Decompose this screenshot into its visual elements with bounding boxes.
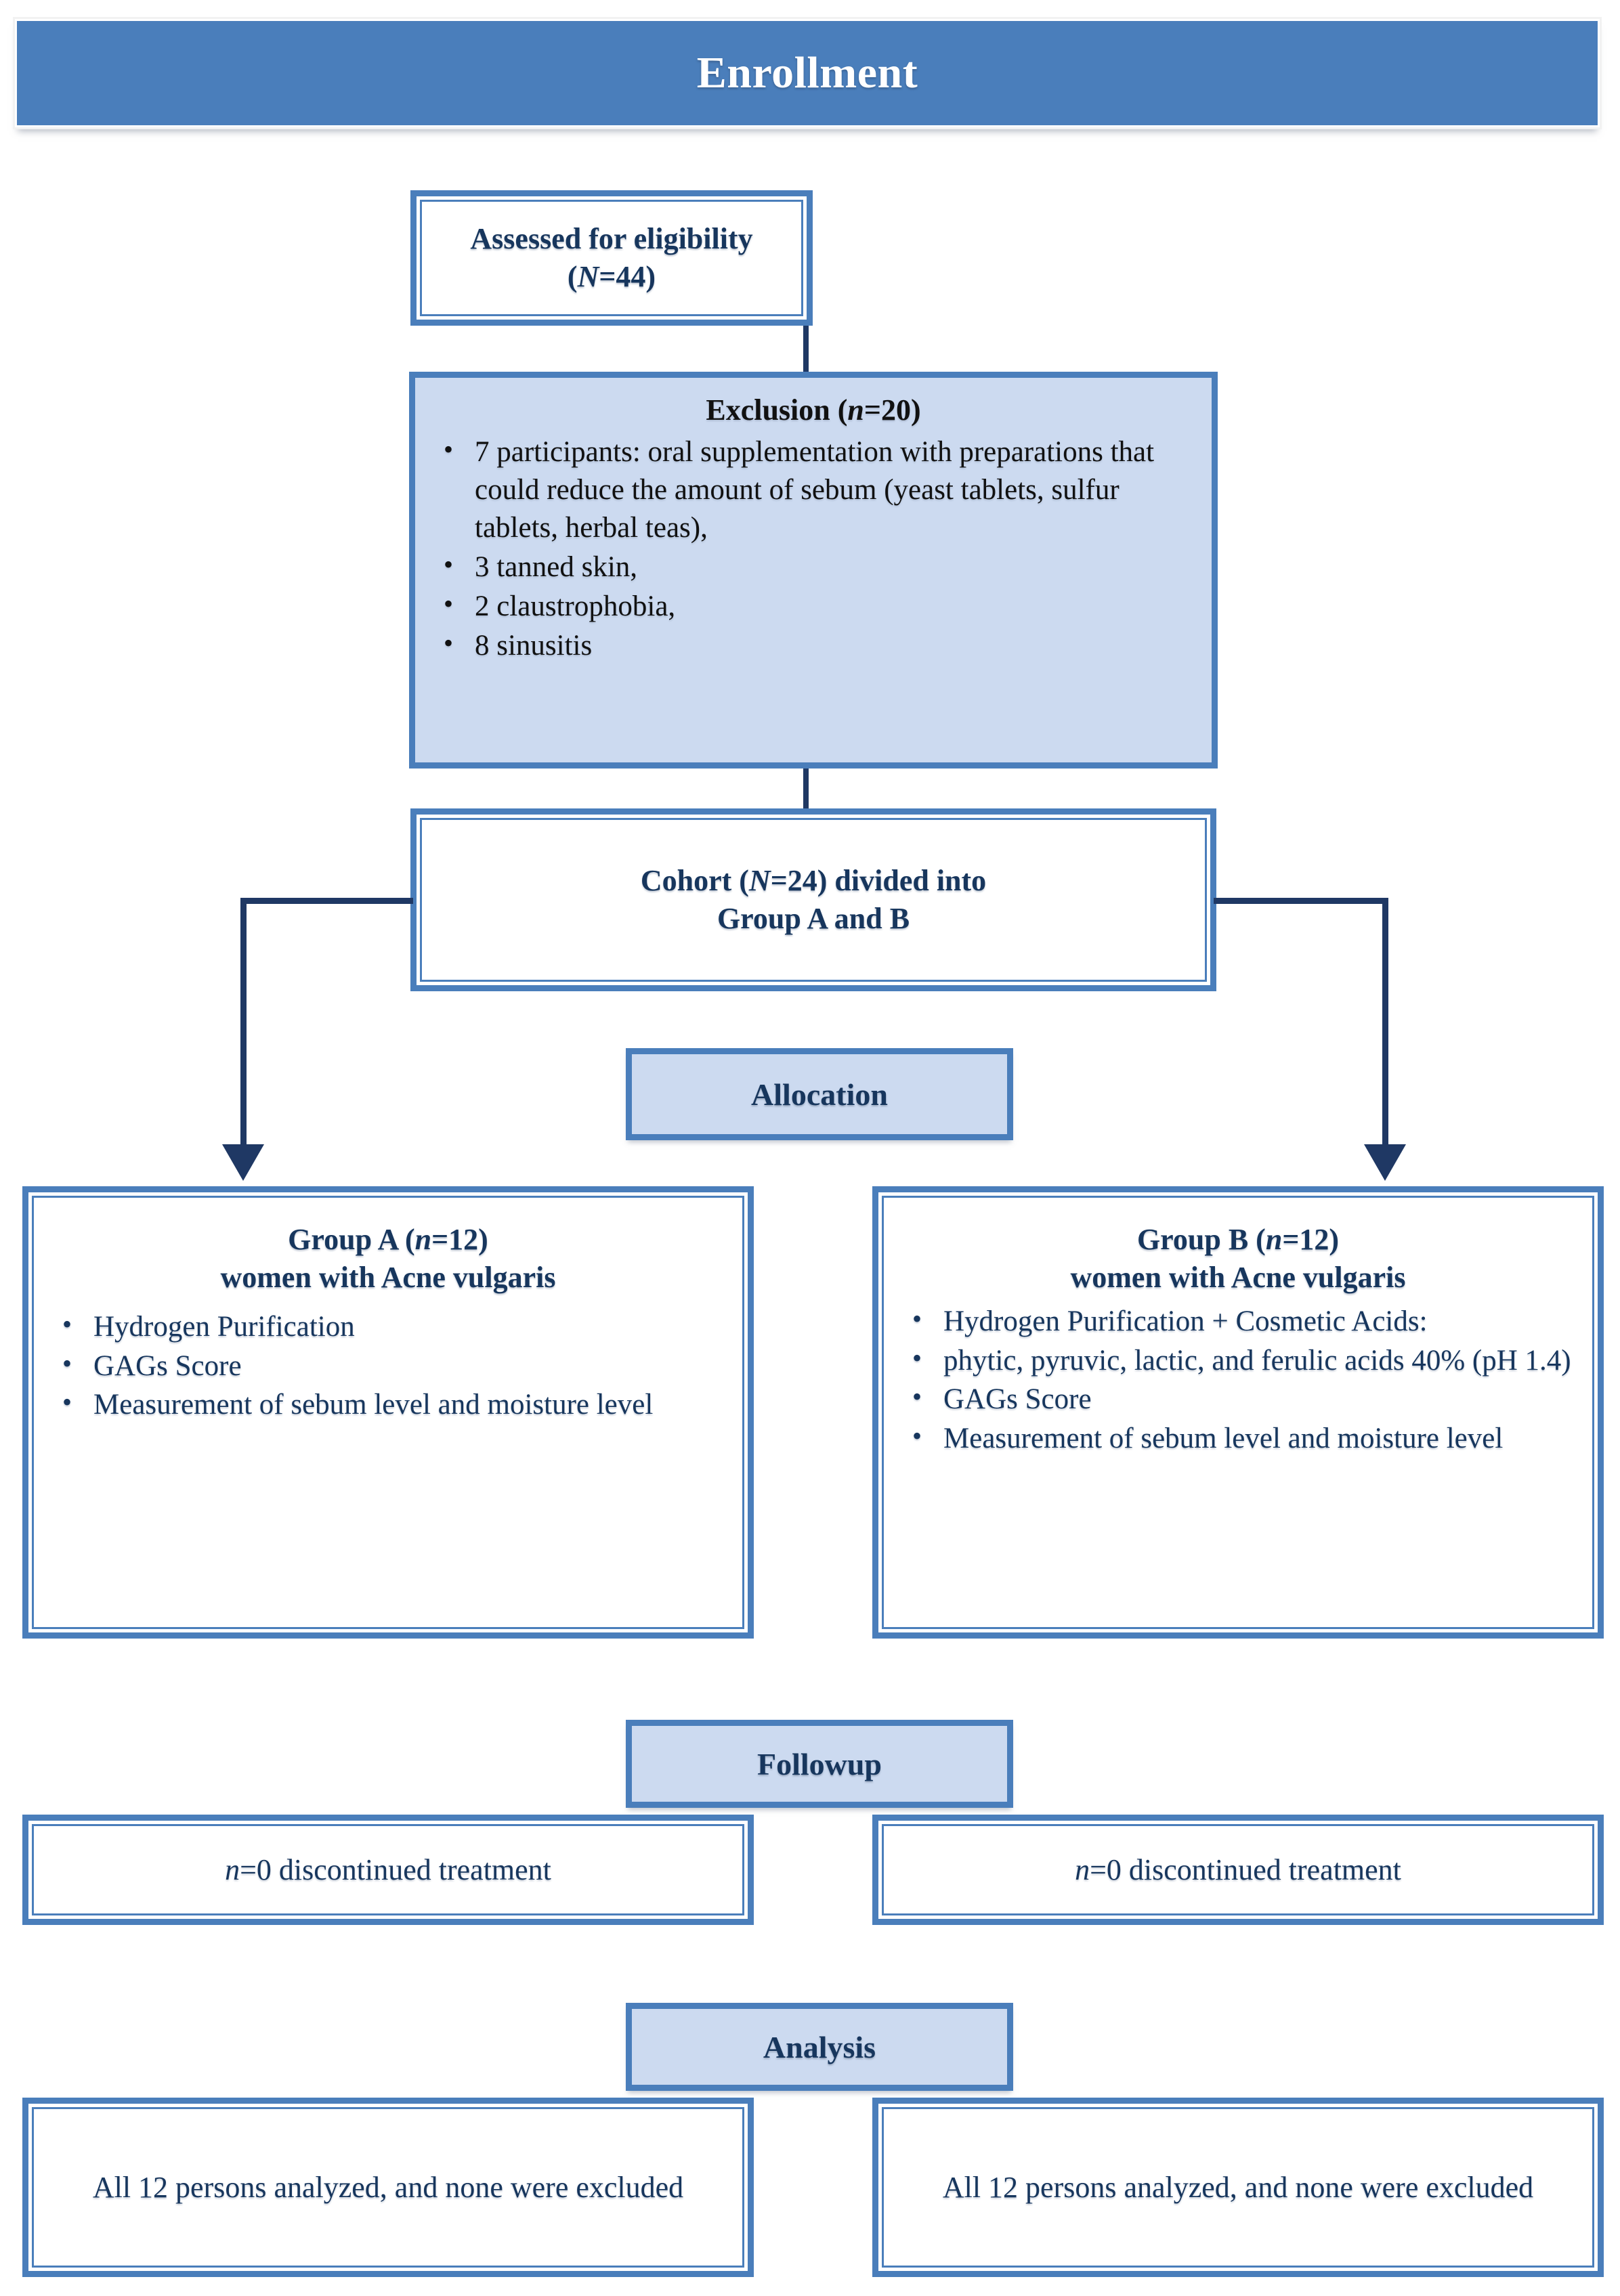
stage-chip-analysis: Analysis <box>626 2003 1013 2091</box>
stage-chip-followup: Followup <box>626 1720 1013 1808</box>
analysis-right-box: All 12 persons analyzed, and none were e… <box>872 2098 1604 2277</box>
assessed-for-eligibility-box: Assessed for eligibility (N=44) <box>410 190 813 326</box>
connector-cohort-right-vertical <box>1382 898 1388 1146</box>
cohort-label-line1: Cohort (N=24) divided into <box>640 863 987 897</box>
group-b-list: Hydrogen Purification + Cosmetic Acids: … <box>901 1301 1575 1460</box>
stage-chip-allocation-label: Allocation <box>751 1077 888 1112</box>
enrollment-banner-title: Enrollment <box>696 48 918 98</box>
exclusion-list: 7 participants: oral supplementation wit… <box>433 432 1194 666</box>
connector-cohort-right-horizontal <box>1214 898 1388 904</box>
list-item: phytic, pyruvic, lactic, and ferulic aci… <box>901 1341 1575 1380</box>
stage-chip-allocation: Allocation <box>626 1048 1013 1140</box>
followup-left-label: n=0 discontinued treatment <box>225 1853 551 1886</box>
list-item: Hydrogen Purification <box>51 1307 725 1346</box>
connector-eligibility-to-exclusion <box>803 326 809 374</box>
arrowhead-to-group-b <box>1364 1144 1406 1181</box>
cohort-box: Cohort (N=24) divided into Group A and B <box>410 808 1216 991</box>
list-item: GAGs Score <box>901 1379 1575 1418</box>
group-a-subtitle: women with Acne vulgaris <box>220 1261 556 1295</box>
stage-chip-analysis-label: Analysis <box>763 2029 876 2064</box>
analysis-right-label: All 12 persons analyzed, and none were e… <box>942 2170 1534 2204</box>
group-a-box: Group A (n=12) women with Acne vulgaris … <box>22 1186 754 1639</box>
followup-right-label: n=0 discontinued treatment <box>1075 1853 1401 1886</box>
followup-right-box: n=0 discontinued treatment <box>872 1815 1604 1925</box>
list-item: 3 tanned skin, <box>433 547 1194 586</box>
list-item: Measurement of sebum level and moisture … <box>51 1385 725 1424</box>
group-a-title: Group A (n=12) <box>288 1223 488 1256</box>
exclusion-title: Exclusion (n=20) <box>706 393 921 427</box>
stage-chip-followup-label: Followup <box>756 1746 882 1781</box>
analysis-left-box: All 12 persons analyzed, and none were e… <box>22 2098 754 2277</box>
assessed-for-eligibility-label: Assessed for eligibility (N=44) <box>470 221 753 293</box>
analysis-left-label: All 12 persons analyzed, and none were e… <box>92 2170 684 2204</box>
exclusion-box: Exclusion (n=20) 7 participants: oral su… <box>409 372 1218 768</box>
list-item: GAGs Score <box>51 1346 725 1385</box>
enrollment-banner: Enrollment <box>15 19 1600 127</box>
list-item: 2 claustrophobia, <box>433 586 1194 626</box>
group-b-box: Group B (n=12) women with Acne vulgaris … <box>872 1186 1604 1639</box>
list-item: 7 participants: oral supplementation wit… <box>433 432 1194 547</box>
arrowhead-to-group-a <box>222 1144 264 1181</box>
group-b-title: Group B (n=12) <box>1136 1223 1340 1256</box>
connector-cohort-left-horizontal <box>240 898 413 904</box>
list-item: 8 sinusitis <box>433 626 1194 665</box>
connector-exclusion-to-cohort <box>803 768 809 811</box>
connector-cohort-left-vertical <box>240 898 247 1146</box>
cohort-label-line2: Group A and B <box>717 902 910 935</box>
list-item: Hydrogen Purification + Cosmetic Acids: <box>901 1301 1575 1341</box>
group-a-list: Hydrogen Purification GAGs Score Measure… <box>51 1307 725 1426</box>
followup-left-box: n=0 discontinued treatment <box>22 1815 754 1925</box>
group-b-subtitle: women with Acne vulgaris <box>1070 1261 1406 1295</box>
list-item: Measurement of sebum level and moisture … <box>901 1418 1575 1458</box>
